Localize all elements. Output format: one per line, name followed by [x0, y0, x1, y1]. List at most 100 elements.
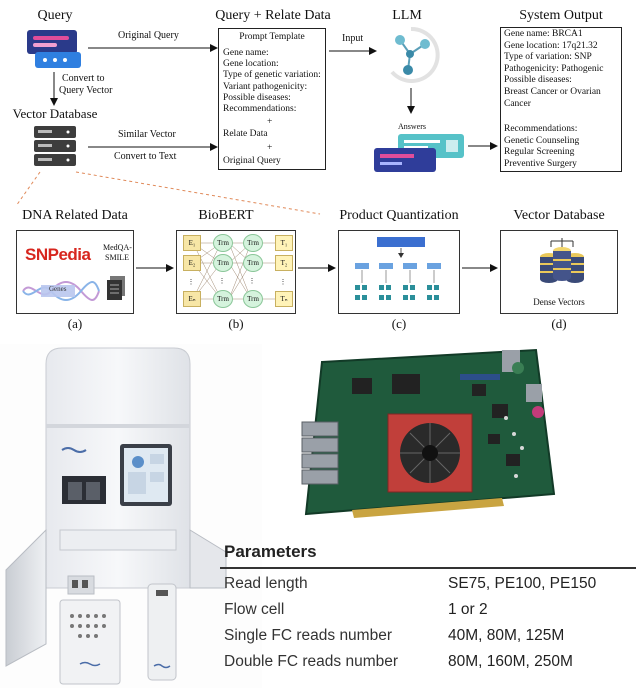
arrow-a-b	[136, 264, 174, 272]
stage-title-biobert: BioBERT	[198, 208, 254, 223]
stage-title-vecdb: Vector Database	[513, 208, 605, 223]
stage-title-dna: DNA Related Data	[22, 208, 128, 223]
arrow-b-c	[298, 264, 336, 272]
output-rec-line: Recommendations:	[504, 124, 578, 134]
prompt-line: Recommendations:	[223, 104, 297, 115]
llm-title: LLM	[392, 8, 422, 23]
biobert-trm-node: Trm	[243, 254, 263, 272]
biobert-trm-node: ⋮	[218, 277, 226, 285]
output-line: Cancer	[504, 98, 531, 109]
label-query-vector: Query Vector	[59, 85, 113, 96]
label-convert-to-text: Convert to Text	[114, 151, 177, 162]
answers-window-icon	[374, 134, 464, 172]
vector-database-icon	[540, 238, 584, 283]
prompt-relate-data: Relate Data	[223, 129, 268, 139]
output-line: Gene name: BRCA1	[504, 29, 583, 39]
parameter-row: Read length SE75, PE100, PE150	[220, 572, 636, 598]
biobert-trm-node: Trm	[213, 234, 233, 252]
output-rec-line: Regular Screening	[504, 147, 575, 158]
prompt-template-box: Prompt Template Gene name: Gene location…	[218, 28, 326, 170]
biobert-trm-node: Trm	[243, 290, 263, 308]
biobert-input-node: E₂	[183, 255, 201, 271]
arrow-original-query	[88, 44, 218, 52]
query-title: Query	[37, 8, 73, 23]
llm-network-icon	[390, 26, 440, 83]
parameters-heading: Parameters	[224, 542, 317, 561]
snpedia-logo: SNPedia	[25, 245, 91, 264]
biobert-input-node: Eₙ	[183, 291, 201, 307]
parameter-key: Single FC reads number	[224, 627, 392, 644]
sequencer-device-photo	[0, 344, 262, 688]
parameter-row: Flow cell 1 or 2	[220, 598, 636, 624]
parameter-key: Read length	[224, 575, 308, 592]
prompt-original-query: Original Query	[223, 156, 281, 166]
arrow-similar-vector	[88, 143, 218, 151]
output-line: Type of variation: SNP	[504, 52, 592, 63]
biobert-output-node: Tₙ	[275, 291, 293, 307]
parameters-table: Parameters Read length SE75, PE100, PE15…	[220, 540, 640, 686]
parameter-value: SE75, PE100, PE150	[448, 575, 597, 592]
biobert-output-node: ⋮	[279, 278, 287, 286]
prompt-plus-2: +	[267, 143, 273, 153]
label-convert-to: Convert to	[62, 73, 105, 84]
system-output-recommendations: Recommendations: Genetic Counseling Regu…	[504, 124, 579, 170]
system-output-title: System Output	[519, 8, 603, 23]
parameter-value: 1 or 2	[448, 601, 488, 618]
prompt-line: Gene name:	[223, 48, 269, 58]
biobert-trm-node: Trm	[213, 254, 233, 272]
medqa-label-1: MedQA-	[103, 243, 132, 252]
arrow-c-d	[462, 264, 498, 272]
parameter-value: 40M, 80M, 125M	[448, 627, 565, 644]
output-line: Pathogenicity: Pathogenic	[504, 63, 604, 74]
output-rec-line: Preventive Surgery	[504, 158, 577, 169]
biobert-output-node: T₁	[275, 235, 293, 251]
parameter-row: Double FC reads number 80M, 160M, 250M	[220, 650, 636, 676]
prompt-line: Type of genetic variation:	[223, 70, 321, 81]
parameters-header-rule	[220, 567, 636, 569]
caption-d: (d)	[551, 316, 567, 331]
output-rec-line: Genetic Counseling	[504, 135, 580, 146]
dna-genes-icon	[22, 281, 100, 301]
prompt-template-fields: Gene name: Gene location: Type of geneti…	[223, 48, 321, 115]
vector-db-title: Vector Database	[12, 106, 98, 121]
database-server-icon	[34, 126, 76, 166]
stage-box-vecdb: Dense Vectors	[500, 230, 618, 314]
biobert-trm-node: Trm	[243, 234, 263, 252]
prompt-template-heading: Prompt Template	[239, 32, 305, 42]
caption-b: (b)	[228, 316, 244, 331]
label-original-query: Original Query	[118, 30, 179, 41]
biobert-output-node: T₂	[275, 255, 293, 271]
arrow-answers-output	[468, 142, 498, 150]
prompt-plus-1: +	[267, 117, 273, 127]
biobert-trm-node: Trm	[213, 290, 233, 308]
arrow-convert-query-vector	[50, 72, 58, 106]
stage-box-biobert: E₁ E₂ ⋮ Eₙ Trm Trm ⋮ Trm Trm Trm ⋮ Trm T…	[176, 230, 296, 314]
output-line: Possible diseases:	[504, 75, 572, 86]
prompt-line: Possible diseases:	[223, 92, 291, 103]
parameter-key: Double FC reads number	[224, 653, 399, 670]
stage-box-pq	[338, 230, 460, 314]
dense-vectors-label: Dense Vectors	[533, 297, 585, 307]
biobert-input-node: ⋮	[187, 278, 195, 286]
output-line: Breast Cancer or Ovarian	[504, 86, 601, 97]
stage-title-pq: Product Quantization	[339, 208, 459, 223]
parameter-key: Flow cell	[224, 601, 285, 618]
zoom-dashed-lines	[15, 171, 321, 215]
parameter-row: Single FC reads number 40M, 80M, 125M	[220, 624, 636, 650]
caption-c: (c)	[391, 316, 407, 331]
document-stack-icon	[107, 276, 125, 300]
output-line: Gene location: 17q21.32	[504, 40, 598, 51]
system-output-box: Gene name: BRCA1 Gene location: 17q21.32…	[500, 27, 622, 172]
label-answers: Answers	[398, 122, 426, 131]
arrow-llm-answers	[407, 88, 415, 114]
genes-label: Genes	[49, 285, 67, 293]
label-similar-vector: Similar Vector	[118, 129, 176, 140]
biobert-trm-node: ⋮	[248, 277, 256, 285]
caption-a: (a)	[67, 316, 83, 331]
arrow-input	[329, 47, 377, 55]
pq-diagram	[355, 237, 441, 300]
system-output-fields: Gene name: BRCA1 Gene location: 17q21.32…	[504, 29, 603, 110]
query-relate-title: Query + Relate Data	[215, 8, 331, 23]
medqa-label-2: SMILE	[105, 253, 129, 262]
stage-box-dna: SNPedia MedQA- SMILE Genes	[16, 230, 134, 314]
